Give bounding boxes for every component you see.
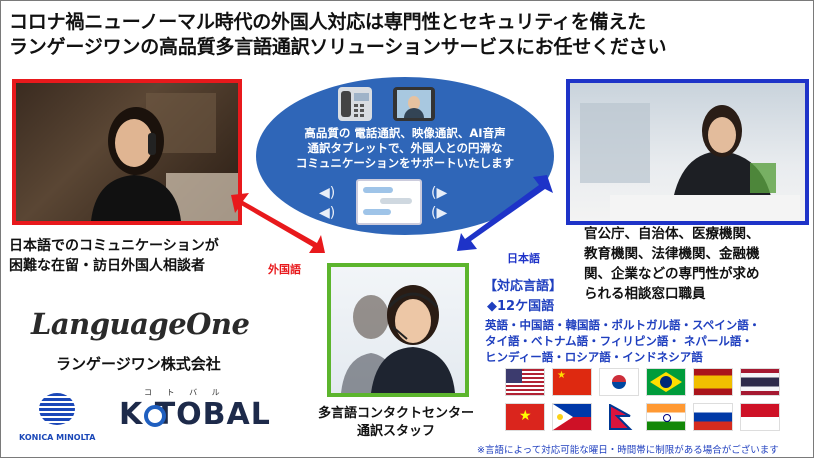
languages-line-2: タイ語・ベトナム語・フィリピン語・ ネパール語・: [485, 334, 753, 348]
languages-heading: 【対応言語】: [484, 279, 563, 294]
blue-double-arrow-icon: [457, 175, 553, 251]
office-worker-photo: [566, 79, 809, 225]
staff-caption-line-3: 関、企業などの専門性が求め: [584, 266, 760, 282]
kotobal-logo: K TOBAL: [119, 397, 271, 432]
operator-caption: 多言語コンタクトセンター 通訳スタッフ: [301, 405, 491, 441]
operator-caption-line-2: 通訳スタッフ: [356, 424, 435, 439]
speaker-icon-right-1: (▶: [431, 185, 448, 201]
russia-flag-icon: [693, 403, 733, 431]
thailand-flag-icon: [740, 368, 780, 396]
speaker-icon-left-2: ◀): [319, 205, 336, 221]
footnote: ※言語によって対応可能な曜日・時間帯に制限がある場合がございます: [477, 445, 779, 456]
konica-minolta-wordmark: KONICA MINOLTA: [19, 433, 96, 442]
headline-line-1: コロナ禍ニューノーマル時代の外国人対応は専門性とセキュリティを備えた: [9, 11, 646, 33]
foreign-caption-line-1: 日本語でのコミュニケーションが: [9, 238, 219, 254]
kotobal-ruby: コ ト バ ル: [144, 388, 226, 397]
operator-caption-line-1: 多言語コンタクトセンター: [317, 406, 474, 421]
speaker-icon-left-1: ◀): [319, 185, 336, 201]
languages-line-3: ヒンディー語・ロシア語・インドネシア語: [485, 350, 703, 364]
ai-tablet-icon: [356, 179, 422, 225]
languages-line-1: 英語・中国語・韓国語・ポルトガル語・スペイン語・: [485, 318, 761, 332]
staff-user-caption: 官公庁、自治体、医療機関、 教育機関、法律機関、金融機 関、企業などの専門性が求…: [584, 224, 760, 304]
foreign-caller-photo: [12, 79, 242, 225]
india-flag-icon: [646, 403, 686, 431]
indonesia-flag-icon: [740, 403, 780, 431]
kotobal-o-speech-icon: [144, 405, 166, 427]
foreign-caption-line-2: 困難な在留・訪日外国人相談者: [9, 258, 205, 274]
phone-device-icon: [338, 87, 372, 121]
nepal-flag-icon: [599, 403, 639, 431]
foreign-language-label: 外国語: [268, 263, 301, 276]
spain-flag-icon: [693, 368, 733, 396]
headline-line-2: ランゲージワンの高品質多言語通訳ソリューションサービスにお任せください: [9, 36, 667, 58]
red-double-arrow-icon: [231, 193, 325, 253]
languages-list: 英語・中国語・韓国語・ポルトガル語・スペイン語・ タイ語・ベトナム語・フィリピン…: [485, 317, 760, 365]
japanese-language-label: 日本語: [507, 252, 540, 265]
philippines-flag-icon: [552, 403, 592, 431]
staff-caption-line-4: られる相談窓口職員: [584, 286, 706, 302]
vietnam-flag-icon: ★: [505, 403, 545, 431]
interpreter-operator-photo: [327, 263, 469, 397]
foreign-user-caption: 日本語でのコミュニケーションが 困難な在留・訪日外国人相談者: [9, 236, 219, 276]
staff-caption-line-1: 官公庁、自治体、医療機関、: [584, 226, 760, 242]
languages-count: ◆12ケ国語: [487, 299, 555, 314]
service-line-3: コミュニケーションをサポートいたします: [295, 156, 515, 170]
china-flag-icon: ★: [552, 368, 592, 396]
korea-flag-icon: [599, 368, 639, 396]
staff-caption-line-2: 教育機関、法律機関、金融機: [584, 246, 760, 262]
service-description: 高品質の 電話通訳、映像通訳、AI音声 通訳タブレットで、外国人との円滑な コミ…: [263, 126, 547, 171]
brazil-flag-icon: [646, 368, 686, 396]
service-line-1: 高品質の 電話通訳、映像通訳、AI音声: [304, 126, 506, 140]
video-tablet-icon: [393, 87, 435, 121]
speaker-icon-right-2: (▶: [431, 205, 448, 221]
company-name: ランゲージワン株式会社: [56, 355, 221, 373]
service-line-2: 通訳タブレットで、外国人との円滑な: [307, 141, 503, 155]
konica-minolta-logo-icon: [39, 393, 75, 425]
languageone-logo: LanguageOne: [31, 307, 250, 341]
us-flag-icon: [505, 368, 545, 396]
